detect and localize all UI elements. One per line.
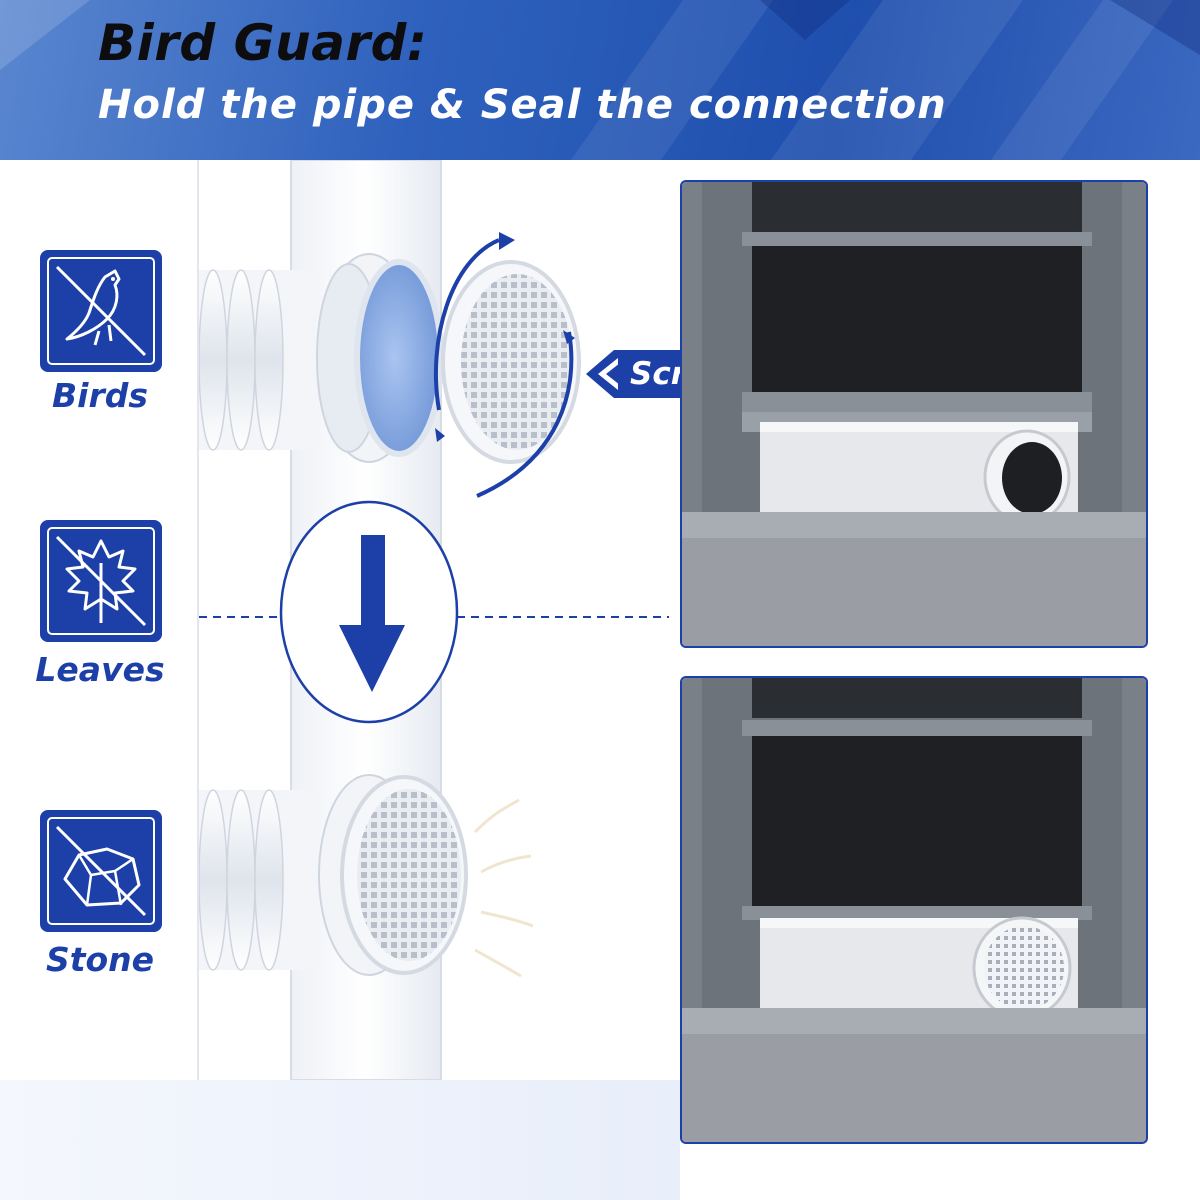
feature-label-stone: Stone [45,940,155,979]
bird-guard-cap-top [441,260,581,464]
header-banner: Bird Guard: Hold the pipe & Seal the con… [0,0,1200,160]
page-title: Bird Guard: [98,14,428,72]
window-photo-after [680,676,1148,1144]
banner-decoration [0,0,1200,70]
window-photo-before [680,180,1148,648]
airflow-arrows [473,798,534,978]
no-bird-icon [40,250,162,372]
page-subtitle: Hold the pipe & Seal the connection [98,82,947,128]
hose-top [199,269,319,451]
hose-bottom [199,789,319,971]
rotation-arrows [434,232,575,498]
feature-label-birds: Birds [51,376,148,415]
bottom-fade [0,1080,680,1200]
no-leaf-icon [40,520,162,642]
feature-label-leaves: Leaves [35,650,165,689]
bird-guard-cap-installed [318,774,468,976]
no-stone-icon [40,810,162,932]
hose-installation-illustration [199,160,669,1080]
down-arrow-magnifier [279,500,459,724]
hose-top-opening [316,253,444,463]
